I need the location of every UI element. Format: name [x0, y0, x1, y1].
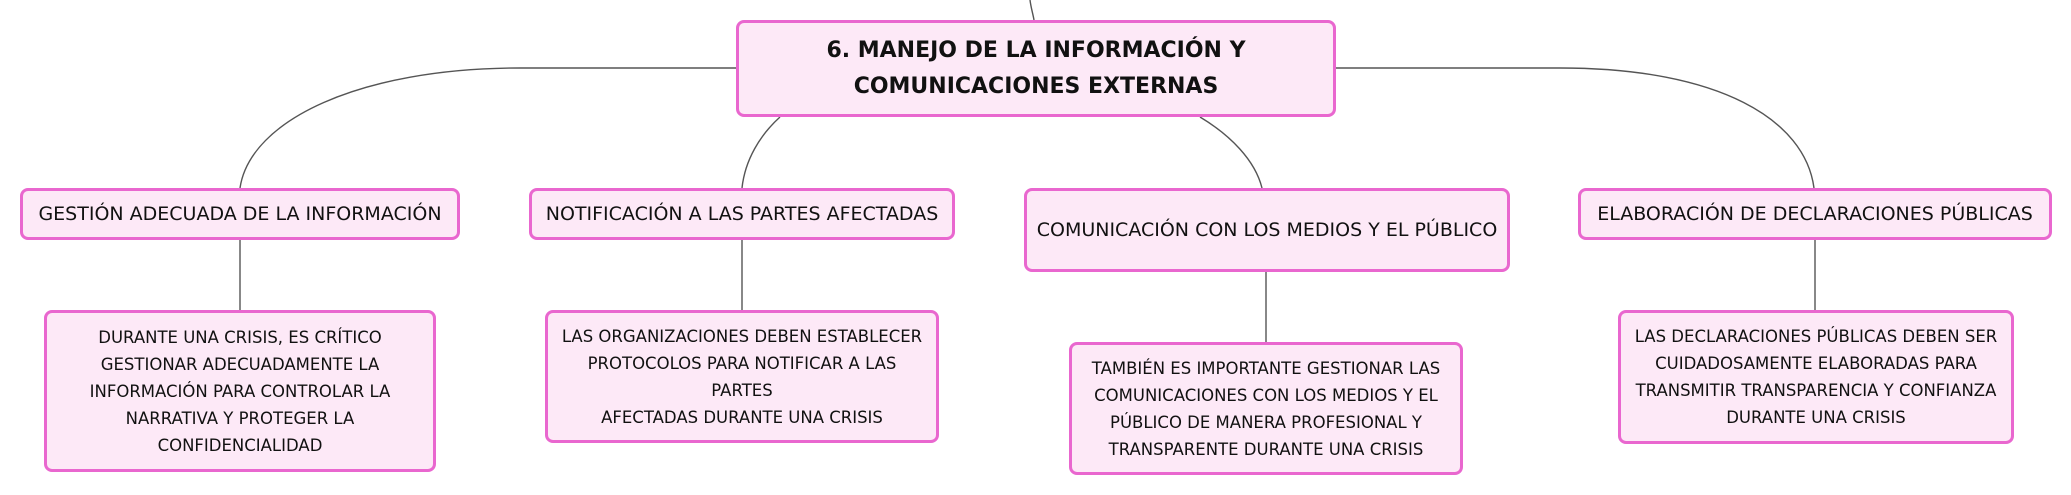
detail-line: AFECTADAS DURANTE UNA CRISIS — [601, 407, 883, 427]
connector-parent-to-root — [1029, 0, 1035, 21]
detail-topic-4[interactable]: LAS DECLARACIONES PÚBLICAS DEBEN SER CUI… — [1618, 310, 2014, 444]
root-topic[interactable]: 6. MANEJO DE LA INFORMACIÓN Y COMUNICACI… — [736, 20, 1336, 117]
detail-line: DURANTE UNA CRISIS, ES CRÍTICO — [98, 327, 382, 347]
detail-line: PROTOCOLOS PARA NOTIFICAR A LAS PARTES — [587, 353, 897, 400]
detail-line: CUIDADOSAMENTE ELABORADAS PARA — [1655, 354, 1977, 373]
connector-root-to-branch-4 — [1336, 67, 1815, 189]
detail-line: INFORMACIÓN PARA CONTROLAR LA — [89, 381, 391, 401]
root-title-line-2: COMUNICACIONES EXTERNAS — [853, 73, 1219, 99]
detail-line: LAS DECLARACIONES PÚBLICAS DEBEN SER — [1634, 327, 1998, 346]
detail-line: TRANSPARENTE DURANTE UNA CRISIS — [1108, 439, 1424, 459]
branch-label: NOTIFICACIÓN A LAS PARTES AFECTADAS — [545, 203, 939, 225]
detail-line: NARRATIVA Y PROTEGER LA — [125, 408, 355, 428]
branch-label: COMUNICACIÓN CON LOS MEDIOS Y EL PÚBLICO — [1036, 219, 1498, 241]
branch-topic-2[interactable]: NOTIFICACIÓN A LAS PARTES AFECTADAS — [529, 188, 955, 240]
detail-line: LAS ORGANIZACIONES DEBEN ESTABLECER — [561, 326, 923, 346]
detail-line: COMUNICACIONES CON LOS MEDIOS Y EL — [1094, 385, 1438, 405]
detail-line: TAMBIÉN ES IMPORTANTE GESTIONAR LAS — [1091, 358, 1441, 378]
detail-topic-3[interactable]: TAMBIÉN ES IMPORTANTE GESTIONAR LAS COMU… — [1069, 342, 1463, 475]
connector-root-to-branch-3 — [1199, 116, 1263, 189]
detail-line: CONFIDENCIALIDAD — [157, 435, 323, 455]
root-title-line-1: 6. MANEJO DE LA INFORMACIÓN Y — [826, 37, 1246, 63]
connector-root-to-branch-2 — [741, 116, 781, 189]
detail-line: TRANSMITIR TRANSPARENCIA Y CONFIANZA — [1635, 381, 1997, 400]
detail-line: DURANTE UNA CRISIS — [1726, 408, 1906, 427]
branch-topic-4[interactable]: ELABORACIÓN DE DECLARACIONES PÚBLICAS — [1578, 188, 2052, 240]
branch-label: ELABORACIÓN DE DECLARACIONES PÚBLICAS — [1597, 203, 2033, 225]
detail-line: GESTIONAR ADECUADAMENTE LA — [100, 354, 380, 374]
detail-topic-2[interactable]: LAS ORGANIZACIONES DEBEN ESTABLECER PROT… — [545, 310, 939, 443]
branch-label: GESTIÓN ADECUADA DE LA INFORMACIÓN — [38, 203, 442, 225]
branch-topic-3[interactable]: COMUNICACIÓN CON LOS MEDIOS Y EL PÚBLICO — [1024, 188, 1510, 272]
connector-root-to-branch-1 — [239, 67, 736, 189]
detail-topic-1[interactable]: DURANTE UNA CRISIS, ES CRÍTICO GESTIONAR… — [44, 310, 436, 472]
detail-line: PÚBLICO DE MANERA PROFESIONAL Y — [1110, 412, 1422, 432]
branch-topic-1[interactable]: GESTIÓN ADECUADA DE LA INFORMACIÓN — [20, 188, 460, 240]
